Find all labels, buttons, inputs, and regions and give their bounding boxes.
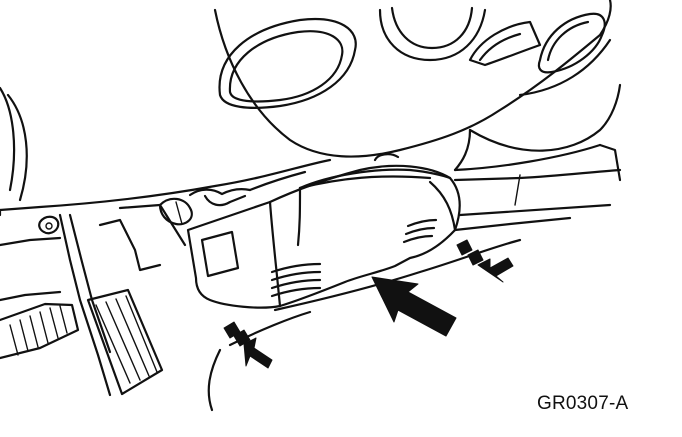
removal-arrow-icon-right (456, 239, 514, 283)
vent-slots-upper (402, 218, 438, 244)
vent-slots-lower (270, 262, 322, 298)
figure-code: GR0307-A (537, 393, 629, 414)
insertion-arrow-icon (371, 276, 457, 337)
steering-column-cover (186, 153, 461, 309)
steering-wheel-edge (0, 86, 28, 202)
column-bracket (158, 170, 307, 226)
removal-arrow-icon-left (223, 321, 273, 369)
cluster-openings (218, 6, 606, 109)
pedal-area (0, 203, 187, 397)
instrument-panel (0, 0, 622, 217)
